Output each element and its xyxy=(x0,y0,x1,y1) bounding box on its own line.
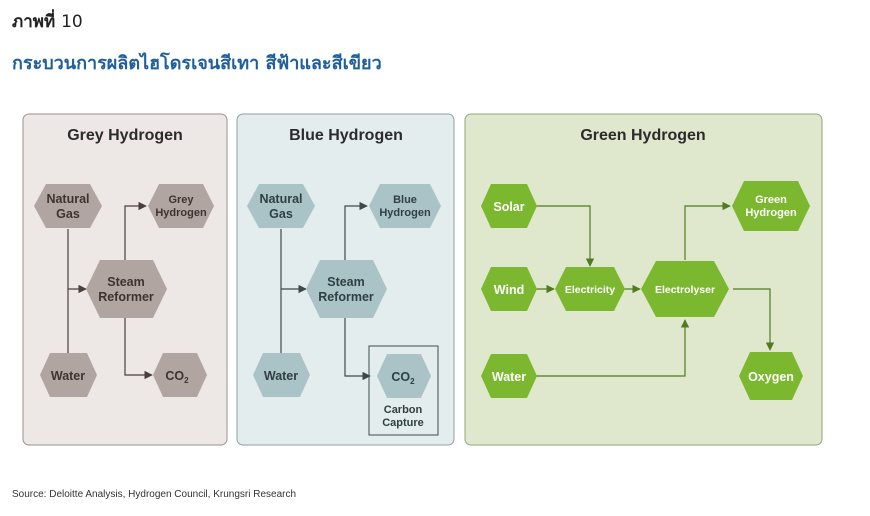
wind-label: Wind xyxy=(494,283,524,297)
blue-steam-reformer-node: Steam Reformer xyxy=(306,260,387,318)
electrolyser-label: Electrolyser xyxy=(655,284,715,296)
grey-hydrogen-panel: Grey Hydrogen Natural Gas Grey Hydrogen … xyxy=(22,113,228,446)
source-note: Source: Deloitte Analysis, Hydrogen Coun… xyxy=(12,489,297,500)
grey-hydrogen-node: Grey Hydrogen xyxy=(148,184,214,228)
green-wind-node: Wind xyxy=(481,267,537,311)
grey-co2-node: CO2 xyxy=(153,353,207,397)
green-panel-box xyxy=(464,113,823,446)
grey-hydrogen-line1: Grey xyxy=(168,194,194,206)
blue-water-node: Water xyxy=(253,353,310,397)
green-water-node: Water xyxy=(481,354,537,398)
carbon-capture-line1: Carbon xyxy=(384,404,423,416)
blue-water-label: Water xyxy=(264,369,298,383)
green-connectors xyxy=(536,201,775,377)
green-panel-title: Green Hydrogen xyxy=(580,127,705,144)
grey-steam-reformer-line2: Reformer xyxy=(98,290,154,304)
solar-label: Solar xyxy=(493,200,524,214)
blue-steam-reformer-line1: Steam xyxy=(327,275,365,289)
grey-panel-title: Grey Hydrogen xyxy=(67,127,183,144)
blue-natural-gas-line2: Gas xyxy=(269,207,293,221)
green-hydrogen-line1: Green xyxy=(755,194,787,206)
grey-natural-gas-line2: Gas xyxy=(56,207,80,221)
blue-natural-gas-node: Natural Gas xyxy=(247,184,315,228)
grey-natural-gas-line1: Natural xyxy=(46,192,89,206)
grey-co2-label: CO2 xyxy=(165,369,189,385)
blue-hydrogen-panel: Blue Hydrogen Natural Gas Blue Hydrogen … xyxy=(236,113,455,446)
oxygen-label: Oxygen xyxy=(748,370,794,384)
grey-steam-reformer-node: Steam Reformer xyxy=(86,260,167,318)
grey-hydrogen-line2: Hydrogen xyxy=(155,207,207,219)
electrolyser-node: Electrolyser xyxy=(641,261,729,317)
blue-co2-node: CO2 xyxy=(377,354,431,398)
figure-number: 10 xyxy=(61,12,83,32)
green-solar-node: Solar xyxy=(481,184,537,228)
figure-label-text: ภาพที่ xyxy=(12,12,56,32)
electricity-label: Electricity xyxy=(565,284,615,296)
figure-label: ภาพที่ 10 xyxy=(12,8,83,35)
blue-hydrogen-line2: Hydrogen xyxy=(379,207,431,219)
grey-steam-reformer-line1: Steam xyxy=(107,275,145,289)
carbon-capture-box xyxy=(368,345,439,436)
grey-natural-gas-node: Natural Gas xyxy=(34,184,102,228)
blue-co2-label: CO2 xyxy=(391,370,415,386)
carbon-capture-line2: Capture xyxy=(382,417,424,429)
figure-title: กระบวนการผลิตไฮโดรเจนสีเทา สีฟ้าและสีเขี… xyxy=(12,53,382,74)
electricity-node: Electricity xyxy=(555,267,625,311)
blue-connectors xyxy=(280,201,371,381)
blue-natural-gas-line1: Natural xyxy=(259,192,302,206)
grey-water-node: Water xyxy=(40,353,97,397)
green-hydrogen-line2: Hydrogen xyxy=(745,207,797,219)
blue-panel-title: Blue Hydrogen xyxy=(289,127,403,144)
blue-hydrogen-node: Blue Hydrogen xyxy=(369,184,441,228)
green-water-label: Water xyxy=(492,370,526,384)
oxygen-node: Oxygen xyxy=(739,352,803,400)
blue-steam-reformer-line2: Reformer xyxy=(318,290,374,304)
green-hydrogen-node: Green Hydrogen xyxy=(732,181,810,231)
blue-hydrogen-line1: Blue xyxy=(393,194,417,206)
grey-connectors xyxy=(67,201,153,380)
grey-water-label: Water xyxy=(51,369,85,383)
green-hydrogen-panel: Green Hydrogen Solar Wind Water Electric… xyxy=(464,113,823,446)
